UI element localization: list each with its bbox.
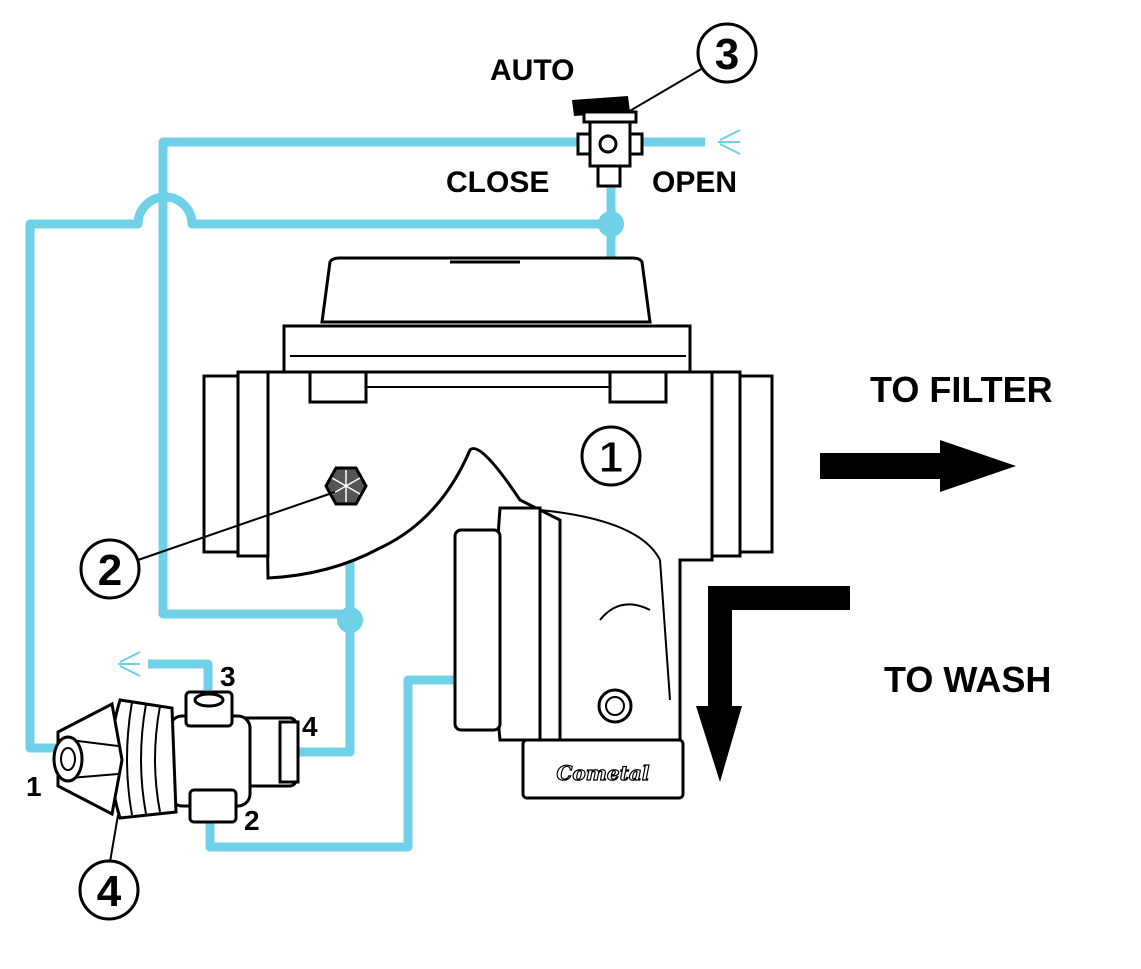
arrow-down-shaft <box>708 586 850 708</box>
body-boss-left <box>308 370 368 404</box>
to-wash-label: TO WASH <box>884 659 1051 700</box>
pipe-strainer-line <box>290 500 355 757</box>
relay-port-1-label: 1 <box>26 771 42 802</box>
port3-vent-mark <box>118 651 141 677</box>
selector-auto-label: AUTO <box>490 54 574 87</box>
arrow-down-head <box>696 706 742 782</box>
selector-close-label: CLOSE <box>446 166 549 199</box>
leader-2 <box>137 491 336 561</box>
side-chamber <box>493 506 542 742</box>
selector-port-bottom <box>596 164 622 188</box>
relay-valve-icon <box>52 690 300 824</box>
callout-4-label: 4 <box>97 867 122 916</box>
callout-2: 2 <box>79 538 141 600</box>
leader-3 <box>627 67 704 113</box>
bonnet-cap <box>320 256 652 324</box>
selector-port-close <box>576 132 592 156</box>
relay-port-4-fitting <box>278 720 300 784</box>
callout-2-label: 2 <box>98 546 122 595</box>
body-boss-right <box>608 370 668 404</box>
three-way-selector-valve-icon <box>572 96 644 188</box>
side-chamber-curve <box>599 603 651 621</box>
callout-3-label: 3 <box>715 30 739 79</box>
inlet-flange-outer <box>202 374 240 554</box>
brand-label: Cometal <box>557 761 650 785</box>
pipe-control-line <box>25 192 611 753</box>
selector-stem <box>598 134 618 154</box>
callout-3: 3 <box>696 22 758 84</box>
strainer-icon <box>324 466 368 506</box>
selector-open-label: OPEN <box>652 166 737 199</box>
outlet-flange-inner <box>710 370 742 558</box>
strainer-mesh <box>331 470 361 502</box>
pipe-network <box>25 137 705 852</box>
relay-port-4-label: 4 <box>302 711 318 742</box>
drain-plug <box>597 688 633 724</box>
side-chamber-plate <box>453 528 502 732</box>
outlet-flange-outer <box>738 374 774 554</box>
side-chamber-contour <box>539 509 671 701</box>
junction-node-lower <box>337 607 363 633</box>
open-vent-mark <box>718 129 741 155</box>
to-filter-label: TO FILTER <box>870 369 1053 410</box>
arrow-right-icon <box>820 440 1016 492</box>
pipe-port2-line <box>205 675 455 852</box>
callout-1-label: 1 <box>599 433 623 482</box>
arrow-right-shaft <box>820 453 942 479</box>
selector-port-open <box>628 132 644 156</box>
arrow-right-head <box>940 440 1016 492</box>
relay-ring-ribs <box>126 701 161 816</box>
bonnet-cover <box>282 324 692 374</box>
callout-4: 4 <box>78 859 140 921</box>
brand-plate <box>521 738 685 800</box>
relay-port-1-fitting <box>52 735 84 783</box>
relay-port-3-label: 3 <box>220 661 236 692</box>
pipe-close-line <box>158 137 582 619</box>
relay-port-3-opening <box>193 692 225 708</box>
callout-1: 1 <box>580 425 642 487</box>
relay-port-2-fitting <box>188 788 238 824</box>
leader-4 <box>109 814 119 863</box>
vent-marks <box>118 129 741 677</box>
relay-port-1-opening <box>60 747 76 771</box>
inlet-flange-inner <box>236 370 270 558</box>
arrow-down-icon <box>696 586 850 782</box>
relay-port-2-label: 2 <box>244 805 260 836</box>
pipe-port3-vent <box>148 659 213 690</box>
drain-plug-inner <box>605 696 625 716</box>
junction-node-upper <box>598 211 624 237</box>
